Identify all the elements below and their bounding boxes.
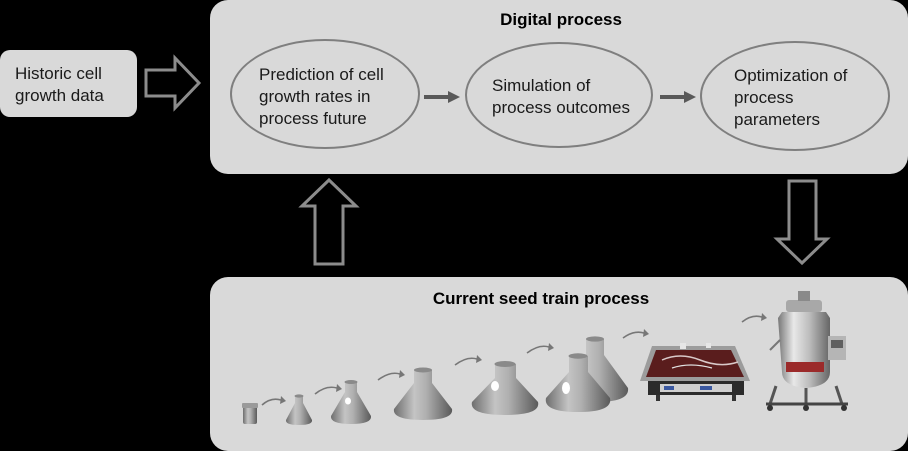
seed-flow-arrows — [261, 313, 767, 406]
prediction-step-line-1: Prediction of cell — [259, 65, 384, 84]
simulation-step-line-1: Simulation of — [492, 76, 591, 95]
flask-icon — [393, 367, 453, 420]
optimization-step-line-2: process — [734, 88, 794, 107]
rocking-bioreactor-icon — [640, 343, 750, 401]
prediction-step-line-2: growth rates in — [259, 87, 371, 106]
flask-icon — [285, 394, 313, 425]
flask-icon — [471, 361, 539, 415]
prediction-step-label: Prediction of cell growth rates in proce… — [259, 64, 384, 130]
historic-data-label: Historic cell growth data — [15, 63, 104, 107]
simulation-step-oval: Simulation of process outcomes — [465, 42, 653, 148]
digital-process-panel: Digital process Prediction of cell growt… — [210, 0, 908, 174]
history-to-digital-arrow — [144, 54, 202, 112]
historic-data-line-1: Historic cell — [15, 64, 102, 83]
digital-process-title: Digital process — [500, 10, 622, 29]
optimization-step-oval: Optimization of process parameters — [700, 41, 890, 151]
digital-to-seed-arrow — [773, 179, 831, 266]
simulation-step-line-2: process outcomes — [492, 98, 630, 117]
vial-icon — [242, 403, 258, 424]
historic-data-line-2: growth data — [15, 86, 104, 105]
historic-data-box: Historic cell growth data — [0, 50, 137, 117]
simulation-step-label: Simulation of process outcomes — [492, 75, 630, 119]
flask-icon — [545, 353, 611, 412]
seed-train-title: Current seed train process — [432, 289, 650, 308]
prediction-step-line-3: process future — [259, 109, 367, 128]
optimization-step-label: Optimization of process parameters — [734, 65, 847, 131]
step-arrow-2 — [660, 91, 696, 103]
seed-to-digital-arrow — [298, 177, 360, 266]
optimization-step-line-1: Optimization of — [734, 66, 848, 85]
step-arrow-1 — [424, 91, 460, 103]
prediction-step-oval: Prediction of cell growth rates in proce… — [230, 39, 420, 149]
flask-icon — [330, 380, 372, 424]
steel-bioreactor-icon — [766, 291, 848, 411]
optimization-step-line-3: parameters — [734, 110, 820, 129]
